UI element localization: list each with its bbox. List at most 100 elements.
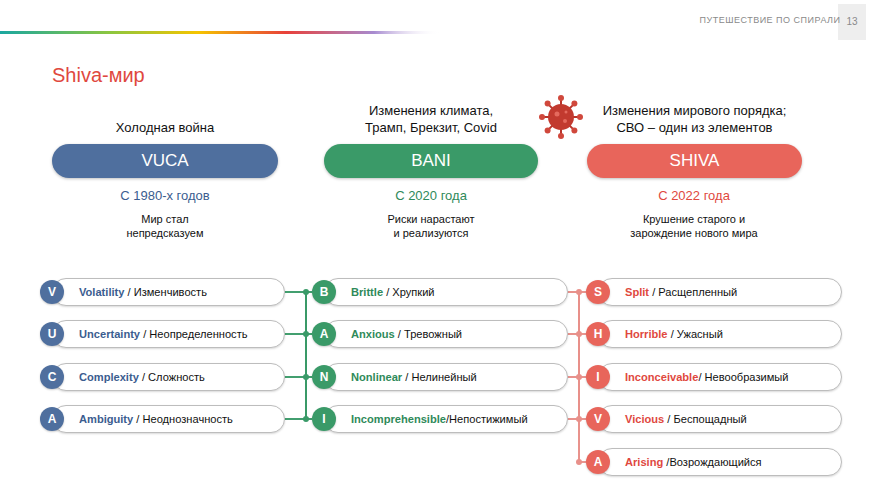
connector	[568, 377, 586, 462]
page-number: 13	[839, 15, 865, 28]
era-name: BANI	[324, 144, 538, 178]
letter: N	[312, 365, 336, 389]
trait-pill: Incomprehensible/НепостижимыйI	[324, 405, 568, 433]
trait-russian: / Неопределенность	[143, 328, 247, 340]
trait-text: Complexity / Сложность	[53, 364, 284, 390]
connector	[285, 334, 312, 377]
trait-text: Brittle / Хрупкий	[325, 279, 567, 305]
connector	[285, 292, 312, 377]
letter-circle: A	[40, 407, 64, 431]
trait-english: Volatility	[79, 286, 128, 298]
junction-dot	[576, 331, 582, 337]
period-label: С 1980-х годов	[65, 188, 265, 205]
letter-circle: S	[586, 280, 610, 304]
connector	[568, 292, 586, 419]
trait-english: Brittle	[351, 286, 386, 298]
period-label: С 2022 года	[594, 188, 794, 205]
trait-russian: /Непостижимый	[446, 413, 528, 425]
trait-text: Horrible / Ужасный	[599, 321, 841, 347]
trait-text: Anxious / Тревожный	[325, 321, 567, 347]
junction-dot	[303, 374, 309, 380]
connector	[285, 334, 312, 377]
letter-circle: N	[312, 365, 336, 389]
trait-pill: Brittle / ХрупкийB	[324, 278, 568, 306]
connector	[285, 292, 312, 334]
junction-dot	[576, 459, 582, 465]
trait-pill: Split / РасщепленныйS	[598, 278, 842, 306]
trait-english: Anxious	[351, 328, 398, 340]
trait-russian: / Хрупкий	[386, 286, 434, 298]
letter: B	[312, 280, 336, 304]
trait-pill: Inconceivable/ НевообразимыйI	[598, 363, 842, 391]
description-label: Мир стал непредсказуем	[110, 212, 220, 241]
connector	[285, 292, 312, 419]
connector	[568, 334, 586, 377]
junction-dot	[576, 289, 582, 295]
trait-english: Ambiguity	[79, 413, 136, 425]
connector	[285, 377, 312, 419]
letter: S	[586, 280, 610, 304]
trait-russian: / Неоднозначность	[136, 413, 233, 425]
connector	[568, 377, 586, 419]
letter: H	[586, 322, 610, 346]
page-number-box	[838, 4, 866, 40]
letter-circle: C	[40, 365, 64, 389]
era-pill: Изменения мирового порядка; СВО – один и…	[587, 144, 802, 178]
connector	[285, 334, 312, 419]
connector	[568, 292, 586, 419]
connector	[568, 334, 586, 419]
trait-russian: / Ужасный	[671, 328, 723, 340]
description-label: Крушение старого и зарождение нового мир…	[627, 212, 762, 241]
era-pill: Изменения климата, Трамп, Брекзит, Covid…	[324, 144, 538, 178]
letter: I	[312, 407, 336, 431]
description-label: Риски нарастают и реализуются	[384, 212, 478, 241]
junction-dot	[303, 331, 309, 337]
letter-circle: U	[40, 322, 64, 346]
slide-title: Shiva-мир	[52, 64, 145, 87]
trait-english: Arising	[625, 456, 666, 468]
connector	[568, 377, 586, 419]
trait-russian: / Беспощадный	[667, 413, 746, 425]
era-heading: Изменения климата, Трамп, Брекзит, Covid	[356, 103, 506, 137]
trait-english: Split	[625, 286, 652, 298]
letter: A	[312, 322, 336, 346]
letter-circle: V	[586, 407, 610, 431]
top-gradient-bar	[0, 31, 440, 34]
trait-text: Uncertainty / Неопределенность	[53, 321, 284, 347]
trait-pill: Uncertainty / НеопределенностьU	[52, 320, 285, 348]
letter-circle: H	[586, 322, 610, 346]
era-name: SHIVA	[587, 144, 802, 178]
trait-text: Arising /Возрождающийся	[599, 449, 841, 475]
era-heading: Холодная война	[55, 120, 275, 137]
connector	[285, 292, 312, 419]
letter-circle: I	[586, 365, 610, 389]
letter-circle: I	[312, 407, 336, 431]
trait-english: Complexity	[79, 371, 142, 383]
letter: V	[40, 280, 64, 304]
trait-pill: Arising /ВозрождающийсяA	[598, 448, 842, 476]
trait-text: Ambiguity / Неоднозначность	[53, 406, 284, 432]
trait-pill: Nonlinear / НелинейныйN	[324, 363, 568, 391]
trait-english: Nonlinear	[351, 371, 405, 383]
junction-dot	[303, 416, 309, 422]
connector	[568, 292, 586, 334]
connector	[568, 334, 586, 462]
letter: A	[40, 407, 64, 431]
letter: I	[586, 365, 610, 389]
connector	[285, 292, 312, 334]
trait-text: Inconceivable/ Невообразимый	[599, 364, 841, 390]
trait-russian: / Изменчивость	[128, 286, 207, 298]
header-label: ПУТЕШЕСТВИЕ ПО СПИРАЛИ	[695, 15, 845, 27]
trait-text: Split / Расщепленный	[599, 279, 841, 305]
era-heading: Изменения мирового порядка; СВО – один и…	[592, 103, 797, 137]
trait-text: Nonlinear / Нелинейный	[325, 364, 567, 390]
trait-pill: Volatility / ИзменчивостьV	[52, 278, 285, 306]
trait-text: Volatility / Изменчивость	[53, 279, 284, 305]
junction-dot	[303, 289, 309, 295]
letter-circle: V	[40, 280, 64, 304]
trait-russian: / Расщепленный	[652, 286, 737, 298]
era-name: VUCA	[52, 144, 278, 178]
virus-icon	[539, 95, 583, 139]
connector	[285, 334, 312, 419]
